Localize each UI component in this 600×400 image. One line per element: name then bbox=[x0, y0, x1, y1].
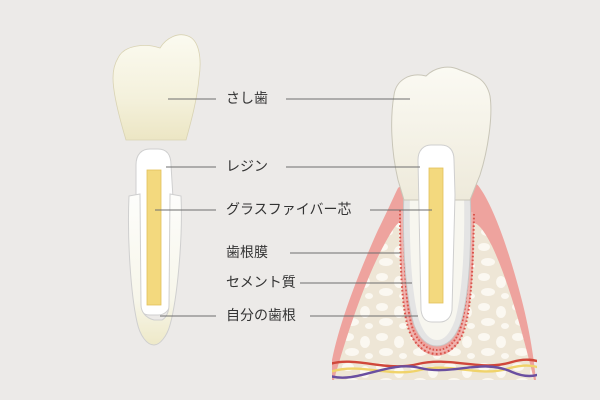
fiber-core-left bbox=[146, 169, 162, 306]
label-cementum: セメント質 bbox=[226, 275, 296, 291]
leader-lines bbox=[155, 98, 432, 317]
label-periodontal-ligament: 歯根膜 bbox=[226, 245, 268, 261]
fiber-core-right bbox=[428, 167, 444, 304]
label-natural-root: 自分の歯根 bbox=[226, 308, 296, 324]
separated-root bbox=[127, 148, 182, 346]
separated-crown bbox=[112, 34, 201, 141]
label-resin: レジン bbox=[226, 159, 268, 175]
label-fiber-core: グラスファイバー芯 bbox=[226, 202, 352, 218]
gum-and-bone bbox=[332, 183, 537, 380]
vessels bbox=[332, 358, 537, 379]
label-crown: さし歯 bbox=[226, 91, 268, 107]
tooth-in-jaw bbox=[391, 66, 492, 347]
